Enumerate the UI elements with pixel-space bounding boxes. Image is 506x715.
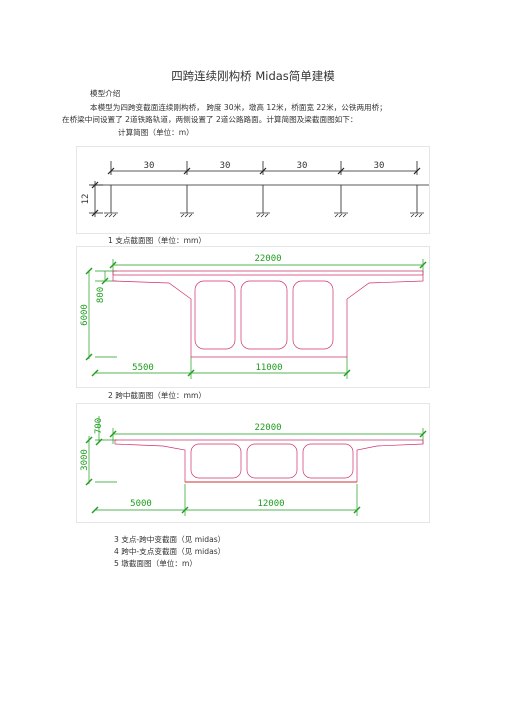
span-label: 30 bbox=[144, 161, 155, 171]
span-label: 30 bbox=[220, 161, 231, 171]
right-dimension-label: 12000 bbox=[257, 499, 284, 509]
slab-dimension-label: 800 bbox=[96, 287, 106, 303]
width-dimension-label: 22000 bbox=[254, 254, 281, 264]
midspan-section-svg: 22000 700 3000 5000 12000 bbox=[80, 416, 427, 516]
span-label: 30 bbox=[374, 161, 385, 171]
computation-diagram-svg: 30 30 30 30 12 bbox=[81, 161, 429, 218]
height-label: 12 bbox=[81, 194, 91, 205]
paragraph-line-1: 本模型为四跨变截面连续刚构桥， 跨度 30米，墩高 12米，桥面宽 22米，公铁… bbox=[90, 103, 387, 112]
right-dimension-label: 11000 bbox=[255, 363, 282, 373]
section-heading: 模型介绍 bbox=[90, 89, 121, 98]
figure3-caption: 2 跨中截面图（单位：mm） bbox=[108, 391, 206, 400]
list-item-4: 4 跨中-支点变截面（见 midas） bbox=[114, 547, 226, 556]
figure2-caption: 1 支点截面图（单位：mm） bbox=[108, 236, 206, 245]
span-label: 30 bbox=[297, 161, 308, 171]
list-item-5: 5 墩截面图（单位：m） bbox=[114, 559, 197, 568]
width-dimension-label: 22000 bbox=[254, 423, 281, 433]
figure-computation-diagram: 30 30 30 30 12 bbox=[76, 146, 430, 234]
left-dimension-label: 5500 bbox=[132, 363, 154, 373]
figure-midspan-section: 22000 700 3000 5000 12000 bbox=[76, 403, 430, 523]
list-item-3: 3 支点-跨中变截面（见 midas） bbox=[114, 535, 226, 544]
paragraph-line-2: 在桥梁中间设置了 2道铁路轨道，两侧设置了 2道公路路面。计算简图及梁截面图如下… bbox=[62, 115, 358, 124]
depth-dimension-label: 6000 bbox=[80, 304, 90, 326]
document-title: 四跨连续刚构桥 Midas简单建模 bbox=[171, 69, 335, 83]
support-section-svg: 22000 6000 800 5500 11000 bbox=[80, 254, 427, 379]
figure1-caption: 计算简图（单位：m） bbox=[118, 128, 194, 137]
slab-dimension-label: 700 bbox=[94, 418, 104, 434]
left-dimension-label: 5000 bbox=[130, 499, 152, 509]
depth-dimension-label: 3000 bbox=[80, 449, 90, 471]
figure-support-section: 22000 6000 800 5500 11000 bbox=[76, 246, 430, 388]
